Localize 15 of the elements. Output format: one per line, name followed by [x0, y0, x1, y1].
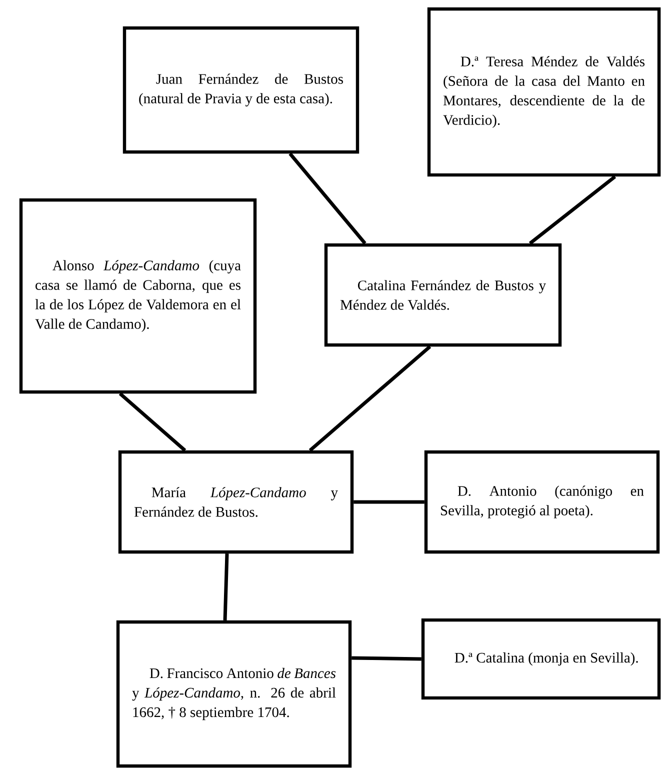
person-box: D.ª Teresa Méndez de Valdés (Señora de la casa del Manto en Montares, descendiente de la de Verdicio).: [427, 7, 661, 177]
person-box: Juan Fernández de Bustos (natural de Pravia y de esta casa).: [122, 26, 360, 154]
connector-line: [528, 175, 616, 245]
person-box: D. Francisco Antonio de Bances y López-Candamo, n. 26 de abril 1662, † 8 septiembre 1704.: [116, 620, 352, 768]
connector-line: [352, 656, 422, 661]
connector-line: [288, 152, 366, 245]
person-box: Alonso López-Candamo (cuya casa se llamó de Caborna, que es la de los López de Valdemora en el Valle de Candamo).: [19, 198, 257, 394]
person-box: D.ª Catalina (monja en Sevilla).: [421, 618, 661, 700]
person-box: Catalina Fernández de Bustos y Méndez de Valdés.: [324, 243, 562, 347]
connector-line: [118, 392, 186, 452]
connector-line: [223, 554, 229, 620]
connector-line: [354, 500, 424, 504]
person-box: María López-Candamo y Fernández de Bustos.: [118, 450, 354, 554]
person-box: D. Antonio (canónigo en Sevilla, protegió al poeta).: [424, 450, 660, 554]
connector-line: [308, 345, 432, 452]
